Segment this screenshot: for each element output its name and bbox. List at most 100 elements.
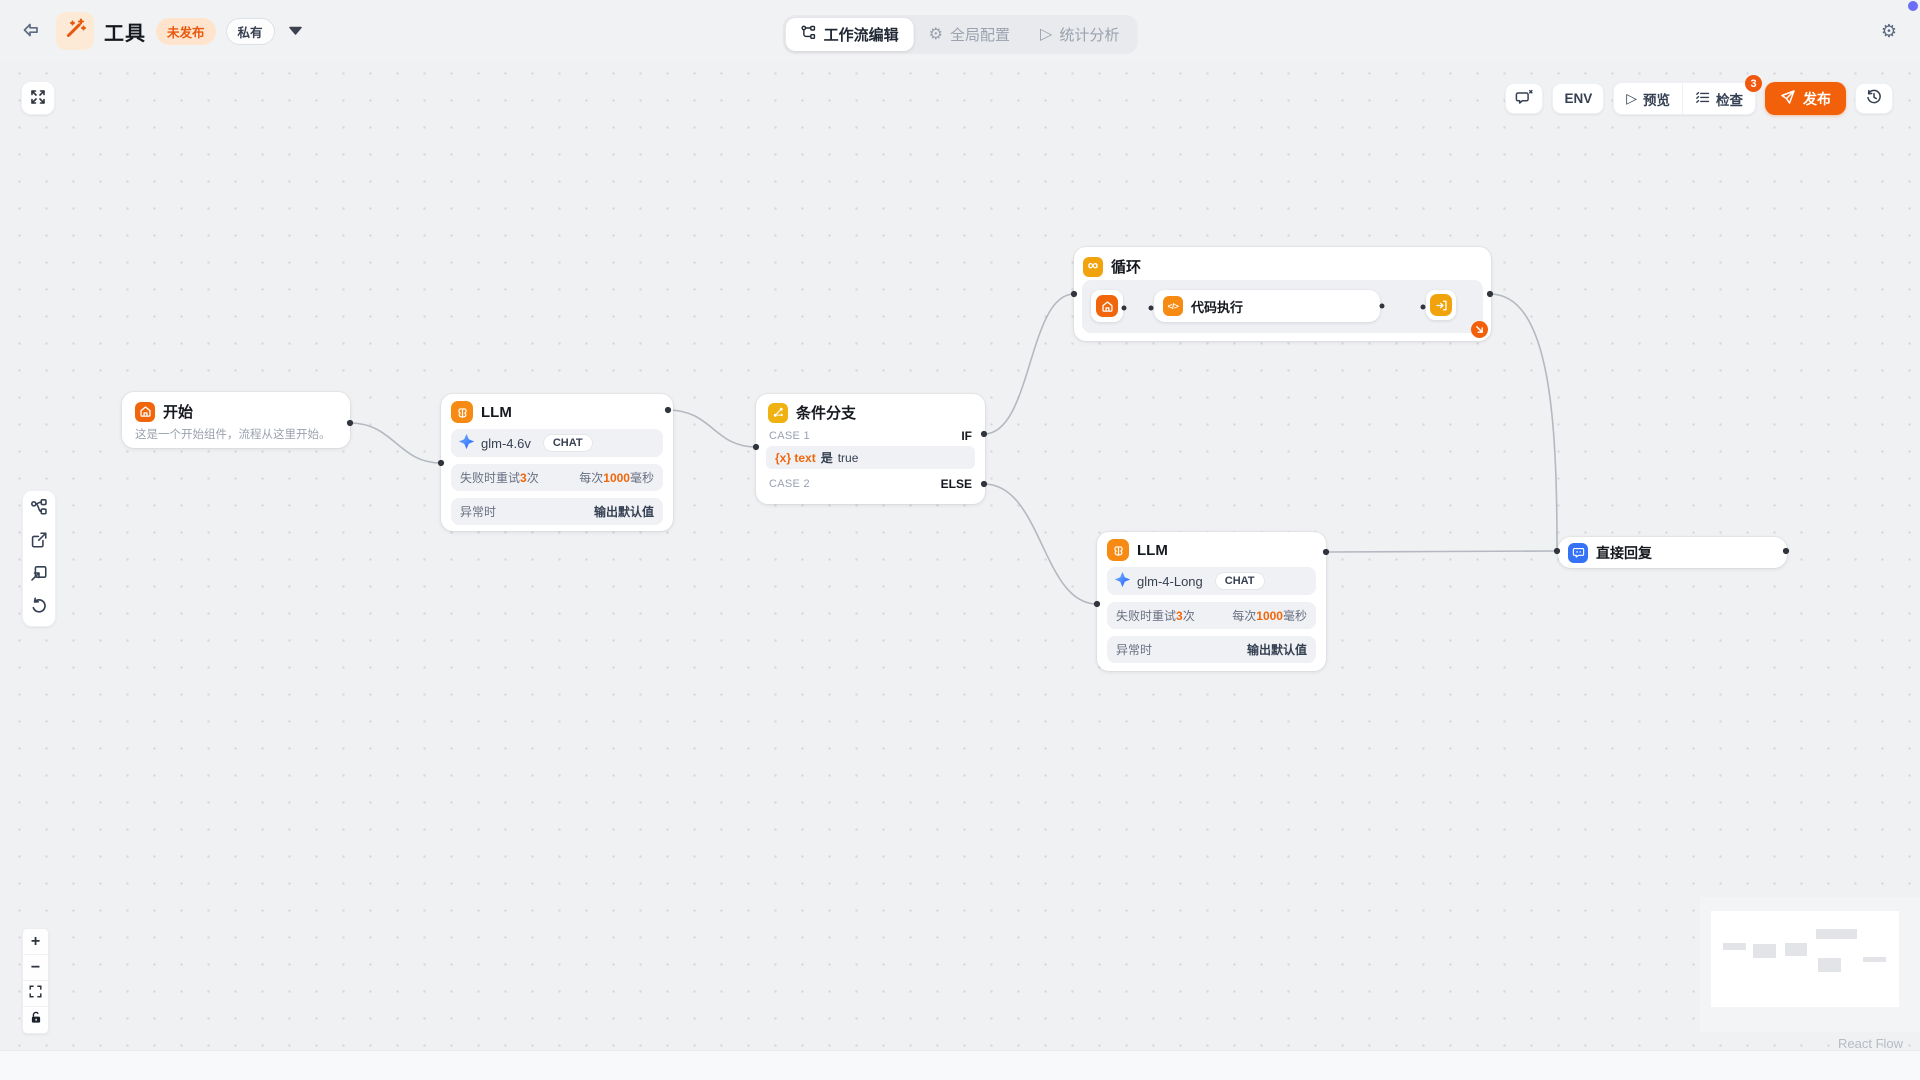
node-condition[interactable]: 条件分支 CASE 1 IF {x} text 是 true CASE 2 EL… [756,394,985,504]
zoom-out-button[interactable]: − [23,955,48,981]
minimap[interactable] [1700,897,1920,1032]
node-direct-reply[interactable]: 直接回复 [1558,537,1787,568]
node-llm-1[interactable]: LLM glm-4.6v CHAT 失败时重试3次 每次1000毫秒 异常时 输… [441,394,673,531]
fit-view-icon [29,984,42,1003]
add-block-button[interactable] [27,498,51,520]
minimap-node [1816,929,1857,939]
play-icon: ▷ [1626,90,1637,106]
interval-label: 每次 [579,471,604,485]
preview-label: 预览 [1643,92,1670,108]
node-llm-2[interactable]: LLM glm-4-Long CHAT 失败时重试3次 每次1000毫秒 异常时… [1097,532,1326,671]
model-provider-icon [458,433,475,453]
model-selector[interactable]: glm-4-Long CHAT [1107,567,1316,595]
loop-body: </> 代码执行 [1082,280,1488,338]
title-menu-button[interactable] [285,16,307,46]
node-start[interactable]: 开始 这是一个开始组件，流程从这里开始。 [122,392,350,448]
node-title: 条件分支 [796,405,857,422]
loop-collapse-badge[interactable] [1471,321,1488,338]
node-description: 这是一个开始组件，流程从这里开始。 [135,429,331,441]
condition-operator: 是 [820,451,833,465]
preview-button[interactable]: ▷ 预览 [1614,83,1682,114]
model-selector[interactable]: glm-4.6v CHAT [451,429,663,457]
history-button[interactable] [1855,83,1893,114]
env-label: ENV [1564,91,1593,106]
magic-wand-icon [63,17,87,46]
publish-button[interactable]: 发布 [1765,82,1846,115]
play-icon: ▷ [1040,25,1053,43]
react-flow-attribution: React Flow [1838,1036,1904,1051]
loop-exit-icon [1430,294,1452,316]
node-title: LLM [1137,541,1168,559]
expand-icon [30,89,46,108]
blocks-icon [30,498,48,521]
loop-start-node[interactable] [1091,290,1123,322]
code-execution-node[interactable]: </> 代码执行 [1154,290,1380,322]
send-icon [1780,89,1796,108]
brain-icon [1107,539,1129,561]
minimap-node [1863,957,1886,962]
node-title: LLM [481,403,512,421]
app-header: 工具 未发布 私有 工作流编辑 ⚙ 全局配置 [0,0,1920,62]
history-clock-icon [1865,88,1883,109]
retry-label: 失败时重试 [1116,609,1177,623]
retry-label: 失败时重试 [460,471,521,485]
tab-global-config[interactable]: ⚙ 全局配置 [914,18,1025,51]
export-button[interactable] [27,531,51,553]
interval-label: 每次 [1232,609,1257,623]
exception-value: 输出默认值 [1246,643,1307,657]
loop-icon: ∞ [1083,256,1103,277]
checklist-icon [1695,90,1710,108]
gear-icon: ⚙ [928,25,944,43]
import-button[interactable] [27,564,51,586]
check-button[interactable]: 检查 [1683,83,1755,114]
zoom-controls: + − [22,928,49,1034]
condition-expression: {x} text 是 true [766,446,975,469]
minimap-node [1785,943,1807,956]
retry-unit: 次 [526,471,539,485]
model-name: glm-4.6v [481,435,531,451]
condition-value: true [837,450,859,465]
gear-icon: ⚙ [1880,20,1898,41]
retry-row: 失败时重试3次 每次1000毫秒 [451,464,663,491]
condition-variable: {x} text [775,450,816,465]
tab-workflow-edit[interactable]: 工作流编辑 [785,18,914,51]
plus-icon: + [30,932,41,950]
model-name: glm-4-Long [1137,573,1203,589]
home-icon [135,401,155,422]
node-loop[interactable]: ∞ 循环 </> 代码执行 [1074,247,1491,341]
bottom-strip [0,1050,1920,1080]
undo-button[interactable] [27,597,51,619]
node-title: 开始 [163,404,194,421]
divider [1682,83,1683,114]
fullscreen-button[interactable] [21,81,55,115]
mode-tabs: 工作流编辑 ⚙ 全局配置 ▷ 统计分析 [782,15,1138,54]
minus-icon: − [30,958,41,976]
tab-statistics[interactable]: ▷ 统计分析 [1025,18,1134,51]
exception-value: 输出默认值 [593,505,654,519]
minimap-viewport [1711,911,1899,1007]
lock-button[interactable] [23,1007,48,1033]
exception-row: 异常时 输出默认值 [1107,636,1316,663]
back-button[interactable] [16,16,46,46]
loop-end-node[interactable] [1426,290,1456,320]
node-title: 直接回复 [1596,544,1652,561]
retry-count: 3 [520,471,527,485]
status-badge: 未发布 [156,17,216,45]
zoom-in-button[interactable]: + [23,929,48,955]
fit-view-button[interactable] [23,981,48,1007]
export-icon [30,531,48,554]
exception-label: 异常时 [460,505,497,519]
interval-value: 1000 [603,471,630,485]
retry-row: 失败时重试3次 每次1000毫秒 [1107,602,1316,629]
settings-button[interactable]: ⚙ [1874,16,1904,46]
env-button[interactable]: ENV [1552,83,1605,114]
retry-count: 3 [1176,609,1183,623]
home-icon [1096,295,1118,317]
model-mode-badge: CHAT [1214,572,1265,590]
toggle-comments-button[interactable] [1505,83,1544,114]
lock-icon [30,1011,42,1029]
canvas-action-bar: ENV ▷ 预览 检查 3 发布 [1505,75,1893,115]
minimap-node [1818,958,1841,972]
chevron-down-icon [288,24,303,39]
undo-icon [30,597,48,620]
